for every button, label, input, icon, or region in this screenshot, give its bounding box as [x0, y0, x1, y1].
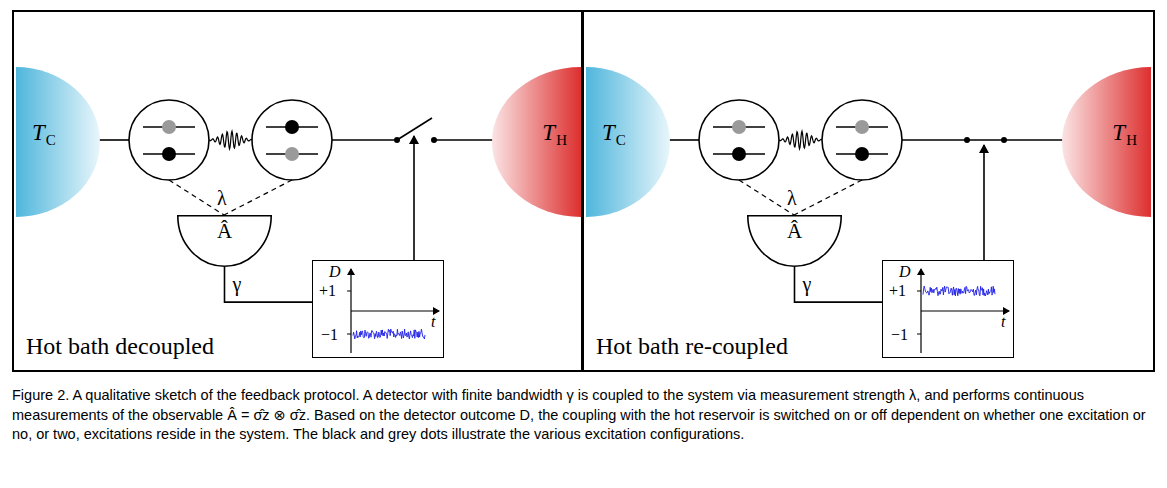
- temperature-subscript: H: [1126, 132, 1137, 148]
- measurement-line: [224, 180, 292, 215]
- cold-bath: TC: [16, 67, 100, 217]
- excitation-dot: [855, 147, 869, 161]
- temperature-symbol: T: [32, 120, 45, 145]
- observable-symbol: Â: [177, 215, 272, 242]
- switch-contact: [431, 137, 437, 143]
- measurement-line: [739, 180, 794, 215]
- detector: Â: [747, 215, 842, 267]
- plot-axis-label: t: [431, 314, 435, 330]
- illustration: [14, 12, 585, 374]
- illustration: [584, 12, 1157, 374]
- figure-caption: Figure 2. A qualitative sketch of the fe…: [12, 386, 1155, 445]
- plot-axis-label: D: [899, 264, 911, 280]
- wire: [434, 139, 494, 141]
- wire: [98, 139, 129, 141]
- switch-blade: [967, 139, 1004, 141]
- temperature-subscript: C: [46, 132, 56, 148]
- temperature-subscript: C: [616, 132, 626, 148]
- temperature-label: TH: [1112, 120, 1137, 146]
- excitation-dot: [732, 120, 746, 134]
- plot-axis-label: +1: [889, 283, 906, 299]
- wire: [668, 139, 699, 141]
- detector-output-line: [795, 267, 883, 302]
- detector: Â: [177, 215, 272, 267]
- bandwidth-label: γ: [802, 274, 813, 294]
- coupling-wave: [209, 131, 252, 149]
- measurement-line: [169, 180, 224, 215]
- excitation-dot: [285, 120, 299, 134]
- panel-title: Hot bath re-coupled: [596, 334, 788, 358]
- hot-bath: TH: [1062, 67, 1151, 217]
- cold-bath-shape: [16, 67, 100, 217]
- plot-axis-label: t: [1001, 314, 1005, 330]
- panel-title: Hot bath decoupled: [26, 334, 214, 358]
- hot-bath-shape: [492, 67, 581, 217]
- plot-axis-label: +1: [319, 283, 336, 299]
- observable-symbol: Â: [747, 215, 842, 242]
- excitation-dot: [162, 147, 176, 161]
- signal-plot-box: D +1 −1 t: [882, 260, 1014, 358]
- qubit-circle: [699, 100, 779, 180]
- qubit-circle: [129, 100, 209, 180]
- coupling-wave: [779, 131, 822, 149]
- signal-plot-box: D +1 −1 t: [312, 260, 444, 358]
- protocol-panel: Hot bath decoupledTCTHÂD+1−1tλ: [12, 10, 583, 372]
- temperature-subscript: H: [556, 132, 567, 148]
- plot-axis-label: −1: [321, 327, 338, 343]
- measurement-line: [794, 180, 862, 215]
- qubit-circle: [252, 100, 332, 180]
- protocol-panel: Hot bath re-coupledTCTHÂD+1−1tλ: [582, 10, 1155, 372]
- excitation-dot: [162, 120, 176, 134]
- temperature-label: TH: [542, 120, 567, 146]
- wire: [902, 139, 967, 141]
- temperature-label: TC: [32, 120, 56, 146]
- cold-bath-shape: [586, 67, 670, 217]
- temperature-symbol: T: [602, 120, 615, 145]
- plot-axis-label: D: [329, 264, 341, 280]
- temperature-symbol: T: [1112, 120, 1125, 145]
- qubit-circle: [822, 100, 902, 180]
- feedback-arrow: [413, 136, 415, 260]
- wire: [1004, 139, 1064, 141]
- feedback-arrow: [983, 145, 985, 260]
- excitation-dot: [855, 120, 869, 134]
- detector-output-line: [225, 267, 313, 302]
- excitation-dot: [732, 147, 746, 161]
- coupling-strength-label: λ: [217, 188, 227, 208]
- bandwidth-label: γ: [232, 274, 243, 294]
- cold-bath: TC: [586, 67, 670, 217]
- temperature-symbol: T: [542, 120, 555, 145]
- excitation-dot: [285, 147, 299, 161]
- coupling-strength-label: λ: [787, 188, 797, 208]
- plot-axis-label: −1: [891, 327, 908, 343]
- wire: [332, 139, 397, 141]
- hot-bath-shape: [1062, 67, 1151, 217]
- temperature-label: TC: [602, 120, 626, 146]
- hot-bath: TH: [492, 67, 581, 217]
